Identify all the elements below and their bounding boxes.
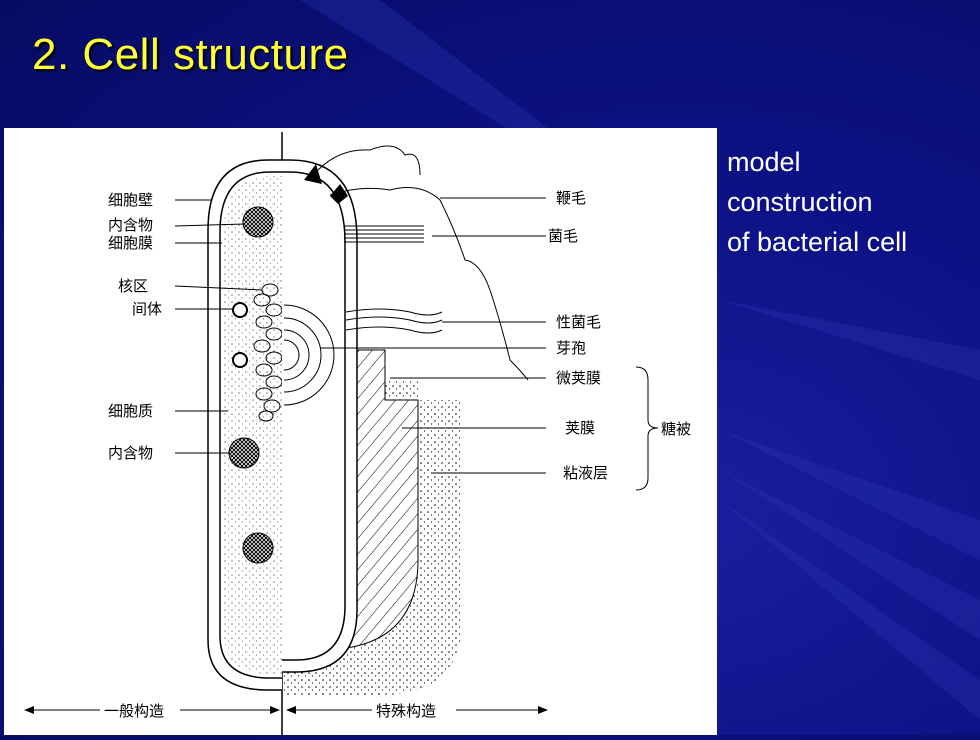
sex-pili — [345, 308, 443, 334]
diagram-panel: 细胞壁 内含物 细胞膜 核区 间体 细胞质 内含物 鞭毛 菌毛 性菌毛 芽孢 微… — [4, 128, 717, 735]
label-cell-membrane: 细胞膜 — [108, 234, 153, 252]
cell-membrane-left — [219, 171, 282, 679]
nucleoid — [253, 283, 283, 422]
caption-line: construction — [727, 187, 873, 217]
label-capsule: 荚膜 — [565, 419, 595, 437]
inclusion-granule — [228, 437, 260, 469]
label-pili: 菌毛 — [548, 227, 578, 245]
label-cell-wall: 细胞壁 — [108, 191, 153, 209]
bacterial-cell-diagram: 细胞壁 内含物 细胞膜 核区 间体 细胞质 内含物 鞭毛 菌毛 性菌毛 芽孢 微… — [24, 132, 691, 735]
label-mesosome: 间体 — [132, 300, 162, 318]
label-inclusion-2: 内含物 — [108, 444, 153, 462]
endospore — [283, 304, 335, 406]
flagellum — [329, 187, 529, 381]
flagellum — [317, 145, 421, 176]
slide-caption: model construction of bacterial cell — [727, 142, 907, 262]
pili — [344, 225, 424, 243]
mesosome — [232, 302, 248, 318]
label-inclusion-1: 内含物 — [108, 216, 153, 234]
inclusion-granule — [242, 206, 274, 238]
mesosome — [232, 352, 248, 368]
label-endospore: 芽孢 — [556, 339, 586, 357]
label-special-structure: 特殊构造 — [376, 702, 436, 720]
caption-line: model — [727, 147, 801, 177]
group-brace — [635, 366, 659, 491]
label-slime-layer: 粘液层 — [563, 464, 608, 482]
label-microcapsule: 微荚膜 — [556, 369, 601, 387]
label-glycocalyx: 糖被 — [661, 420, 691, 438]
label-cytoplasm: 细胞质 — [108, 402, 153, 420]
caption-line: of bacterial cell — [727, 227, 908, 257]
slide-title: 2. Cell structure — [32, 30, 349, 79]
label-sex-pili: 性菌毛 — [556, 313, 601, 331]
inclusion-granule — [242, 532, 274, 564]
label-general-structure: 一般构造 — [104, 702, 164, 720]
cell-wall-right — [282, 159, 358, 673]
label-nucleoid: 核区 — [118, 277, 148, 295]
label-flagellum: 鞭毛 — [556, 189, 586, 207]
